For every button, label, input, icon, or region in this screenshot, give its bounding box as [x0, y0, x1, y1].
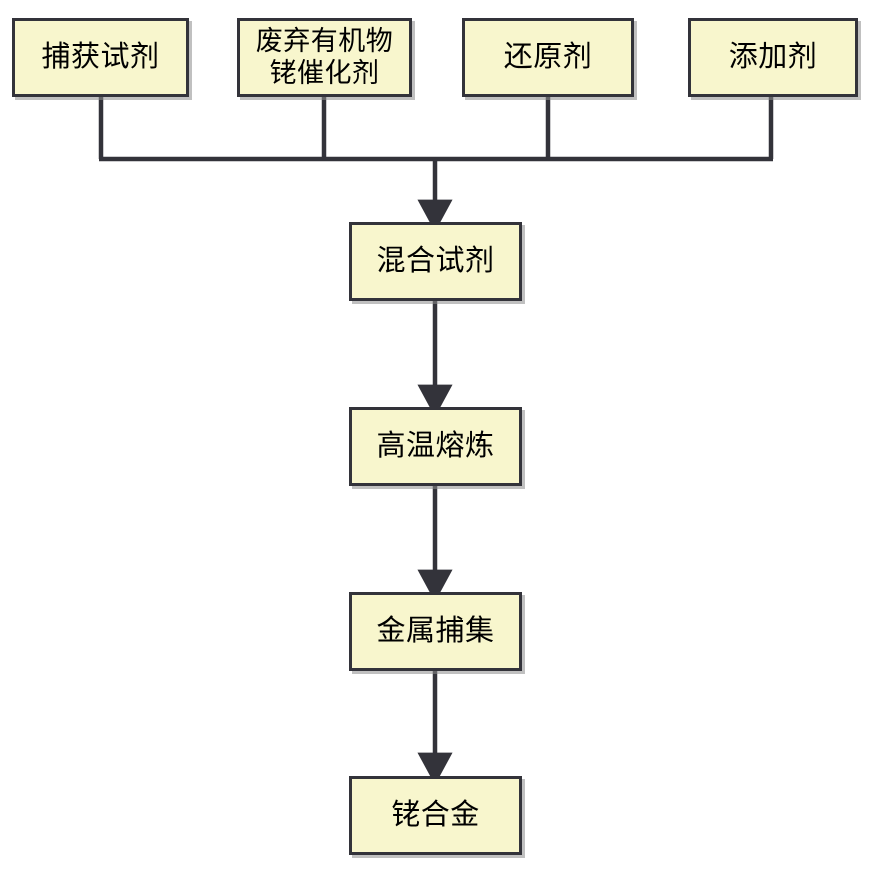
node-metal-collection[interactable]: 金属捕集 [349, 592, 522, 671]
node-high-temperature-smelting[interactable]: 高温熔炼 [349, 407, 522, 486]
node-mixed-reagent[interactable]: 混合试剂 [349, 222, 522, 301]
node-capture-agent[interactable]: 捕获试剂 [12, 18, 189, 97]
node-additive[interactable]: 添加剂 [688, 18, 858, 97]
node-waste-organic-rhodium-catalyst[interactable]: 废弃有机物 铑催化剂 [237, 18, 412, 97]
node-rhodium-alloy[interactable]: 铑合金 [349, 776, 522, 855]
node-reducing-agent[interactable]: 还原剂 [462, 18, 634, 97]
